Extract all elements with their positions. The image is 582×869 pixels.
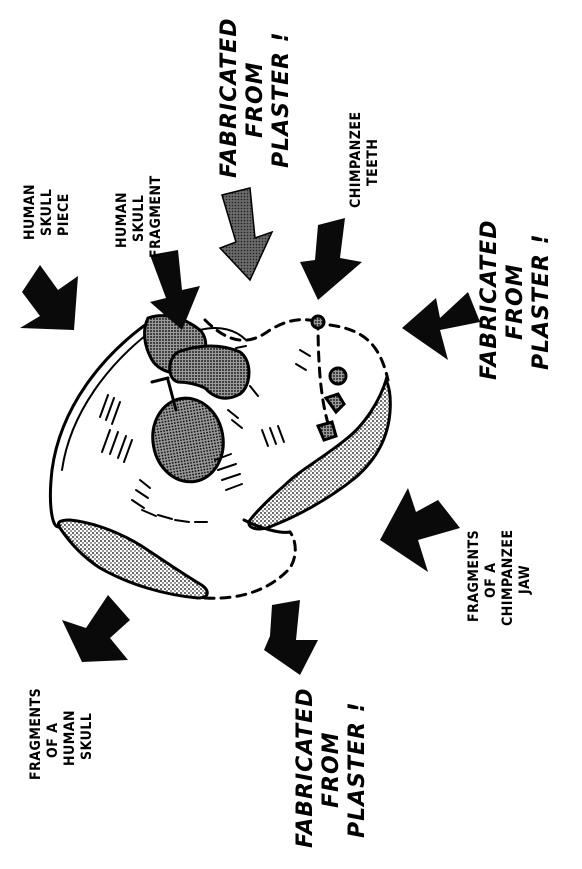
label-line: SKULL — [131, 195, 147, 242]
chimpanzee-jaw — [249, 380, 390, 529]
label-human-skull-piece: HUMAN SKULL PIECE — [22, 184, 72, 240]
arrows — [20, 188, 480, 675]
label-line: PIECE — [56, 193, 72, 236]
label-line: CHIMPANZEE — [348, 111, 364, 208]
label-line: PLASTER ! — [529, 233, 554, 370]
label-line: PLASTER ! — [345, 701, 370, 838]
brow-fragment — [170, 346, 249, 398]
arrow-fabricated-top — [220, 188, 272, 280]
cranium-outline — [50, 318, 155, 527]
tooth — [318, 422, 336, 440]
label-line: OF A — [45, 723, 61, 758]
label-line: TEETH — [365, 139, 381, 186]
label-fragments-human-skull: FRAGMENTS OF A HUMAN SKULL — [28, 688, 95, 780]
label-fabricated-bottom: FABRICATED FROM PLASTER ! — [293, 688, 370, 848]
label-line: FRAGMENTS — [466, 530, 482, 622]
label-line: HUMAN — [114, 192, 130, 248]
human-skull-fragment-lower — [58, 520, 207, 598]
label-line: FABRICATED — [293, 688, 318, 848]
label-line: JAW — [517, 565, 533, 595]
dashed-outline-bottom — [205, 532, 295, 598]
label-line: PLASTER ! — [269, 31, 294, 168]
arrow-chimpanzee-jaw — [380, 488, 460, 572]
label-line: FROM — [319, 731, 344, 808]
label-line: SKULL — [39, 189, 55, 236]
tooth — [312, 316, 324, 328]
label-line: HUMAN — [62, 710, 78, 766]
label-human-skull-fragment: HUMAN SKULL FRAGMENT — [114, 175, 164, 258]
labels: HUMAN SKULL PIECE HUMAN SKULL FRAGMENT F… — [22, 18, 554, 848]
arrow-chimpanzee-teeth — [300, 218, 362, 300]
label-fragments-chimpanzee-jaw: FRAGMENTS OF A CHIMPANZEE JAW — [466, 529, 533, 626]
label-line: CHIMPANZEE — [500, 529, 516, 626]
tooth — [330, 368, 346, 384]
arrow-fabricated-right — [402, 292, 480, 360]
label-line: HUMAN — [22, 184, 38, 240]
tooth — [326, 394, 344, 412]
label-line: FABRICATED — [217, 18, 242, 178]
label-chimpanzee-teeth: CHIMPANZEE TEETH — [348, 111, 381, 208]
dashed-outline-top — [205, 320, 318, 341]
label-line: OF A — [483, 563, 499, 598]
label-line: FRAGMENTS — [28, 688, 44, 780]
arrow-fragments-human-skull — [62, 595, 130, 662]
label-line: FROM — [243, 61, 268, 138]
skull — [50, 316, 390, 599]
label-fabricated-top: FABRICATED FROM PLASTER ! — [217, 18, 294, 178]
label-fabricated-right: FABRICATED FROM PLASTER ! — [477, 220, 554, 380]
label-line: SKULL — [79, 713, 95, 760]
arrow-fabricated-bottom — [264, 600, 318, 675]
eye-socket — [146, 393, 230, 488]
dashed-jaw-edge — [318, 320, 330, 430]
label-line: FRAGMENT — [148, 175, 164, 258]
label-line: FABRICATED — [477, 220, 502, 380]
label-line: FROM — [503, 263, 528, 340]
arrow-human-skull-piece — [20, 265, 78, 330]
